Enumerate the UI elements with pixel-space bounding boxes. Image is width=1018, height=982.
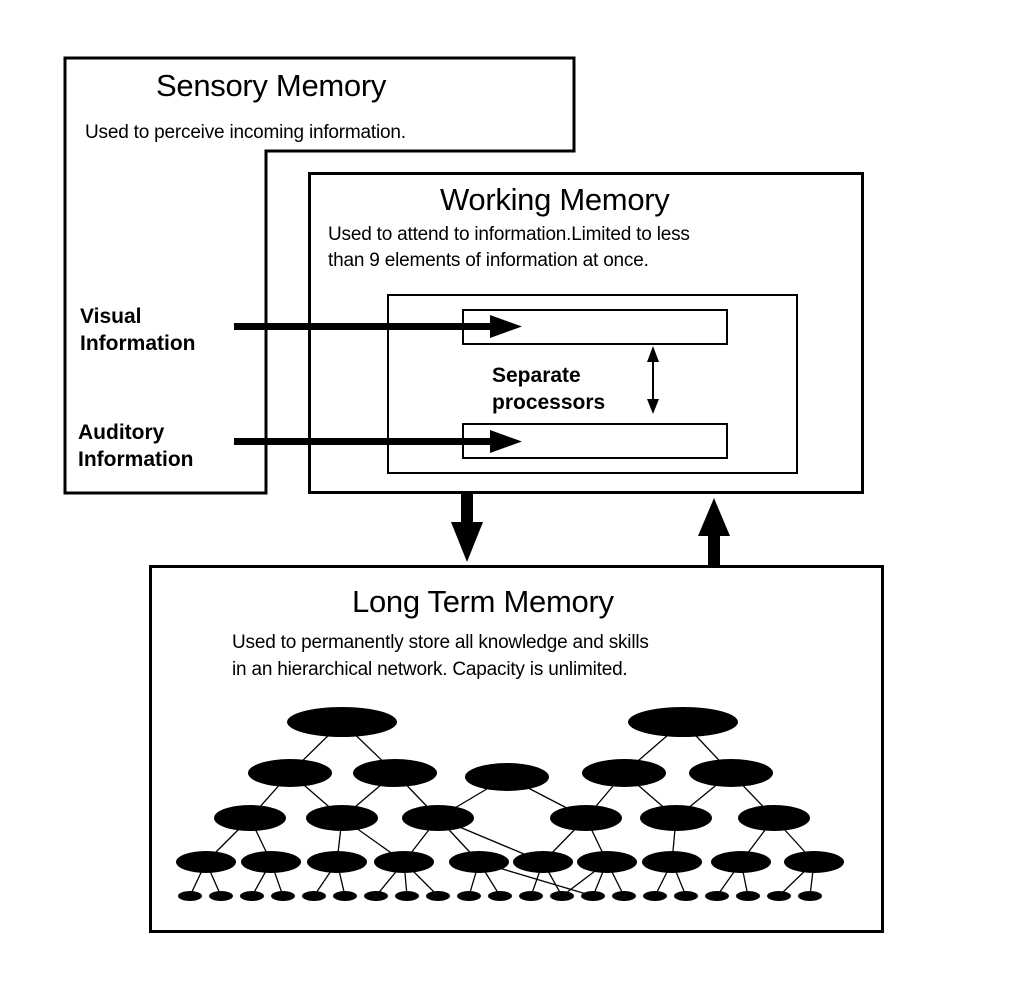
working-memory-title: Working Memory <box>440 182 670 217</box>
visual-information-label-line2: Information <box>80 332 196 355</box>
network-node <box>240 891 264 901</box>
long-term-memory-description-line1: Used to permanently store all knowledge … <box>232 632 649 653</box>
network-node <box>736 891 760 901</box>
network-node <box>642 851 702 873</box>
working-memory-description-line2: than 9 elements of information at once. <box>328 250 649 271</box>
network-node <box>248 759 332 787</box>
sensory-memory-description: Used to perceive incoming information. <box>85 122 406 143</box>
auditory-input-arrow <box>234 430 522 453</box>
auditory-information-label-line2: Information <box>78 448 194 471</box>
working-memory-description-line1: Used to attend to information.Limited to… <box>328 224 690 245</box>
network-node <box>577 851 637 873</box>
network-node <box>705 891 729 901</box>
network-node <box>287 707 397 737</box>
network-node <box>581 891 605 901</box>
processors-double-arrow <box>647 346 659 414</box>
network-node <box>353 759 437 787</box>
network-node <box>307 851 367 873</box>
separate-processors-label-line2: processors <box>492 391 606 414</box>
network-node <box>674 891 698 901</box>
network-node <box>395 891 419 901</box>
network-node <box>364 891 388 901</box>
network-node <box>628 707 738 737</box>
network-node <box>449 851 509 873</box>
network-node <box>374 851 434 873</box>
network-node <box>784 851 844 873</box>
network-node <box>306 805 378 831</box>
network-node <box>178 891 202 901</box>
network-node <box>209 891 233 901</box>
network-node <box>457 891 481 901</box>
long-term-to-working-arrow <box>698 498 730 566</box>
network-node <box>488 891 512 901</box>
network-node <box>738 805 810 831</box>
network-node <box>767 891 791 901</box>
network-node <box>550 891 574 901</box>
network-node <box>582 759 666 787</box>
network-node <box>640 805 712 831</box>
network-node <box>513 851 573 873</box>
network-node <box>711 851 771 873</box>
network-node <box>689 759 773 787</box>
network-node <box>241 851 301 873</box>
network-node <box>550 805 622 831</box>
long-term-memory-description-line2: in an hierarchical network. Capacity is … <box>232 659 628 680</box>
network-node <box>302 891 326 901</box>
network-node <box>465 763 549 791</box>
network-node <box>402 805 474 831</box>
network-node <box>214 805 286 831</box>
network-node <box>271 891 295 901</box>
network-node <box>798 891 822 901</box>
long-term-memory-title: Long Term Memory <box>352 584 614 619</box>
visual-input-arrow <box>234 315 522 338</box>
network-node <box>426 891 450 901</box>
network-node <box>333 891 357 901</box>
sensory-memory-title: Sensory Memory <box>156 68 387 103</box>
separate-processors-label-line1: Separate <box>492 364 581 387</box>
network-node <box>519 891 543 901</box>
auditory-information-label-line1: Auditory <box>78 421 165 444</box>
network-node <box>612 891 636 901</box>
visual-information-label-line1: Visual <box>80 305 142 328</box>
working-to-long-term-arrow <box>451 494 483 562</box>
network-node <box>176 851 236 873</box>
network-node <box>643 891 667 901</box>
